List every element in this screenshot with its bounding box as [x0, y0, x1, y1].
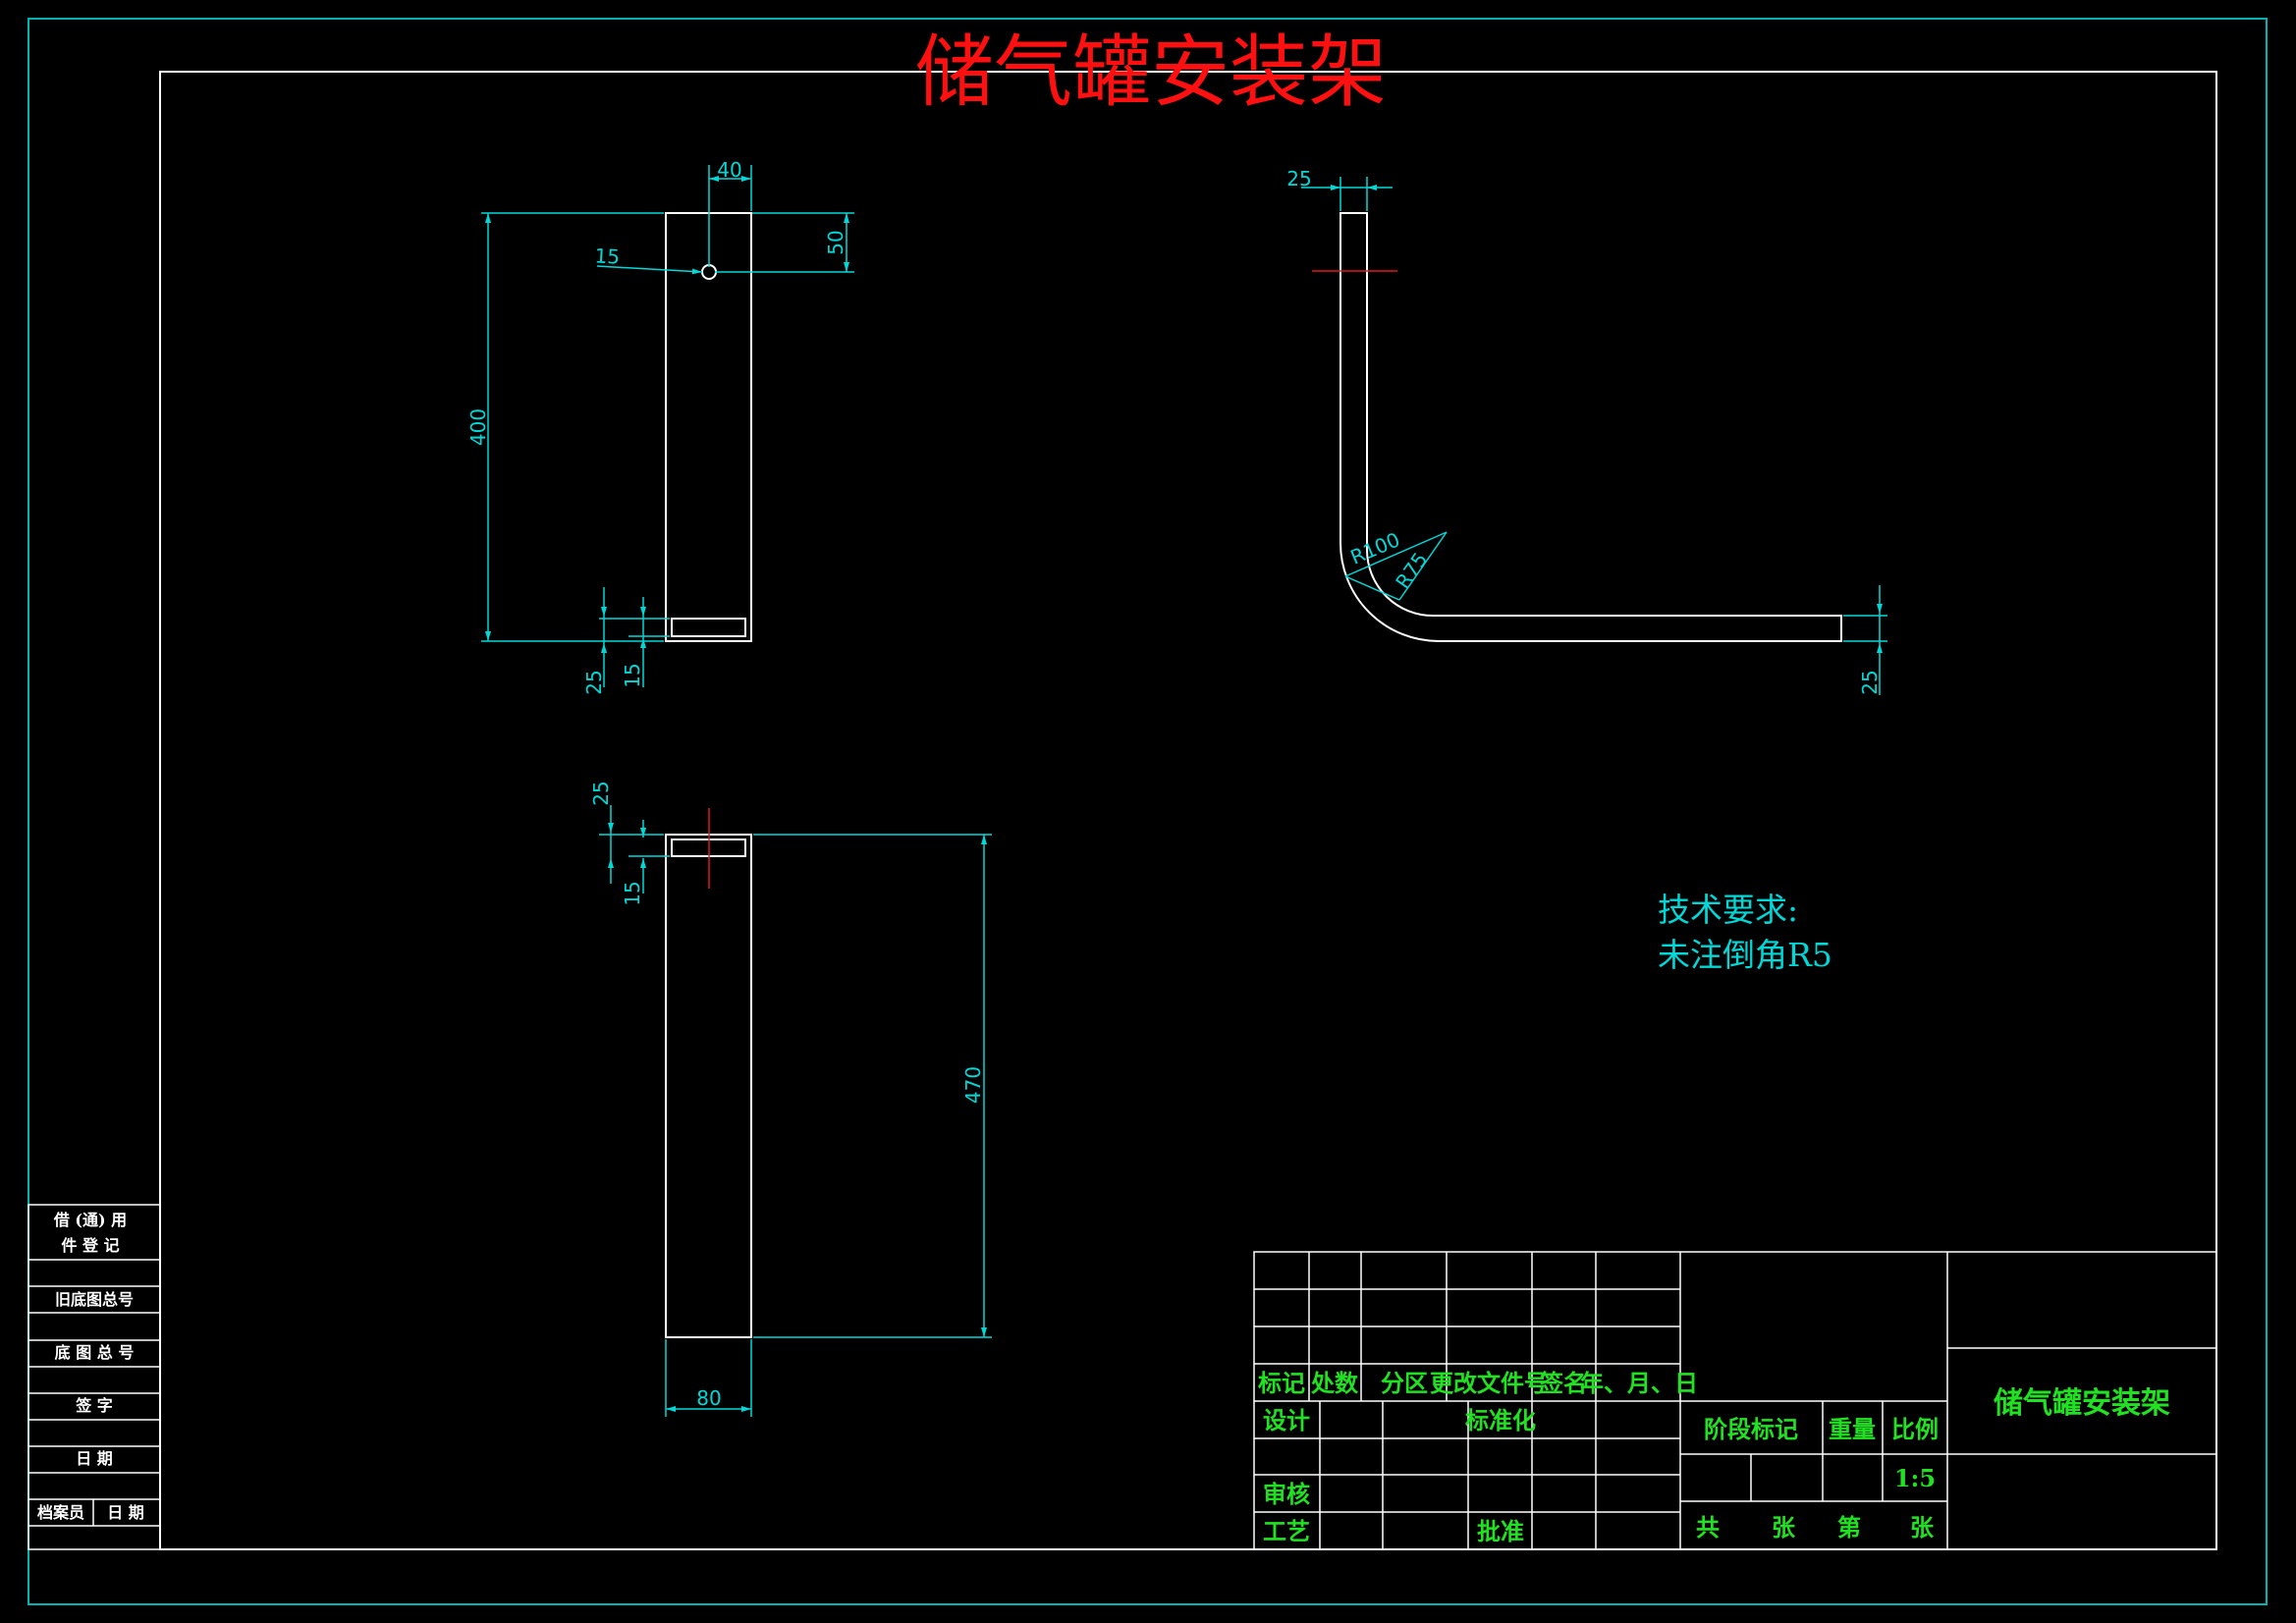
side-borrow-2: 件 登 记: [61, 1236, 119, 1255]
view-bottom-dims: [599, 805, 992, 1417]
dim-hole-50: 50: [824, 230, 847, 254]
dim-width-80: 80: [696, 1386, 721, 1410]
dim-wall-15b: 15: [621, 881, 644, 905]
dim-wall-15: 15: [621, 663, 644, 687]
side-date2: 日 期: [107, 1503, 144, 1522]
drawing-frame: [159, 71, 2217, 1550]
dim-width-40: 40: [717, 158, 741, 182]
tb-hdr-zone: 分区: [1381, 1369, 1428, 1397]
tb-scale-label: 比例: [1891, 1415, 1939, 1443]
tb-sheet-total: 共: [1696, 1513, 1720, 1542]
tb-weight: 重量: [1829, 1415, 1876, 1443]
tb-standard: 标准化: [1465, 1406, 1536, 1434]
title-block: [1253, 1251, 2217, 1550]
tb-sheet-unit2: 张: [1910, 1513, 1935, 1542]
dim-hole-15: 15: [594, 243, 621, 268]
tb-stage: 阶段标记: [1704, 1415, 1798, 1443]
outer-border: [27, 18, 2268, 1605]
tech-req-heading: 技术要求:: [1658, 891, 1798, 929]
side-archivist: 档案员: [37, 1503, 84, 1522]
view-bottom: [665, 834, 752, 1338]
title-block-text: 标记 处数 分区 更改文件号 签名 年、月、日 设计 标准化 审核 工艺 批准 …: [1258, 1369, 2170, 1545]
dim-height-470: 470: [961, 1066, 985, 1104]
tb-hdr-mark: 标记: [1258, 1369, 1305, 1397]
view-front: [665, 212, 752, 642]
dim-thk-25: 25: [1858, 670, 1882, 694]
side-date: 日 期: [76, 1449, 113, 1468]
tb-hdr-doc: 更改文件号: [1430, 1369, 1548, 1397]
side-borrow-1: 借 (通) 用: [53, 1211, 127, 1229]
side-old-base: 旧底图总号: [55, 1290, 134, 1309]
side-sign: 签 字: [75, 1396, 113, 1415]
tb-scale: 1:5: [1894, 1464, 1936, 1492]
view-side: [1339, 212, 1842, 642]
dim-tube-25b: 25: [589, 781, 613, 805]
tb-hdr-sign: 签名: [1539, 1369, 1587, 1397]
tb-sheet-unit1: 张: [1772, 1513, 1796, 1542]
tb-sheet-no: 第: [1837, 1513, 1861, 1542]
drawing-title: 储气罐安装架: [915, 27, 1387, 118]
dim-width-25: 25: [1286, 167, 1311, 190]
view-front-dims: [481, 165, 854, 687]
dim-height-400: 400: [466, 408, 490, 446]
tb-hdr-count: 处数: [1310, 1369, 1359, 1397]
view-bottom-dim-text: 25 15 470 80: [589, 781, 985, 1410]
side-block: [27, 1204, 161, 1550]
side-block-text: 借 (通) 用 件 登 记 旧底图总号 底 图 总 号 签 字 日 期 档案员 …: [37, 1211, 144, 1522]
tb-process: 工艺: [1263, 1517, 1310, 1545]
tb-approve: 批准: [1477, 1517, 1524, 1545]
side-base: 底 图 总 号: [55, 1343, 135, 1362]
tech-req-note: 未注倒角R5: [1658, 936, 1832, 974]
view-front-dim-text: 40 15 50 400 25 15: [466, 158, 847, 695]
tb-review: 审核: [1263, 1480, 1310, 1508]
dim-tube-25: 25: [582, 670, 606, 694]
tb-part-name: 储气罐安装架: [1994, 1386, 2170, 1421]
tb-design: 设计: [1263, 1406, 1310, 1434]
view-side-dims: [1301, 177, 1887, 695]
tb-hdr-date: 年、月、日: [1580, 1369, 1698, 1397]
